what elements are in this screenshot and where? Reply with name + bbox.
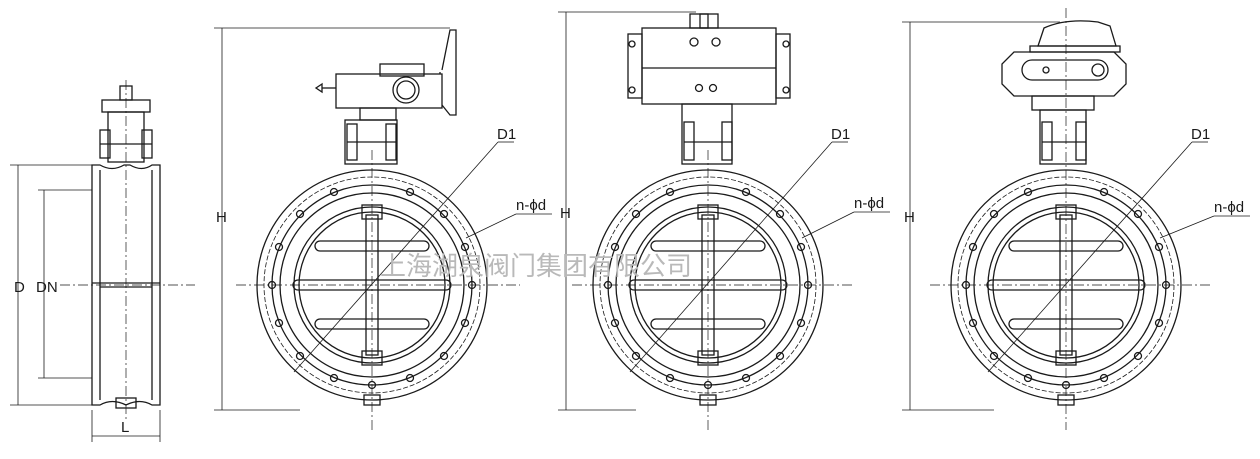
bracket-2 xyxy=(681,103,733,165)
bracket xyxy=(344,119,398,165)
side-view: D DN L xyxy=(10,80,195,442)
bolt-holes xyxy=(267,187,477,390)
dim-label-H-3: H xyxy=(904,209,915,226)
electric-actuator-view: H D1 n-ϕd xyxy=(902,8,1250,430)
gearbox-housing xyxy=(335,73,443,109)
worm-gear-view: H D1 n-ϕd xyxy=(214,27,552,430)
handwheel xyxy=(441,29,457,116)
dim-label-L: L xyxy=(121,419,129,436)
label-n-phi-d-3: n-ϕd xyxy=(1214,199,1244,216)
dim-label-D: D xyxy=(14,279,25,296)
bottom-plug xyxy=(115,397,137,409)
label-n-phi-d-1: n-ϕd xyxy=(516,197,546,214)
dim-label-H-2: H xyxy=(560,205,571,222)
actuator-cover xyxy=(1037,20,1117,47)
pneumatic-actuator-view: H D1 n-ϕd xyxy=(558,11,890,430)
label-D1-2: D1 xyxy=(831,126,850,143)
label-D1-3: D1 xyxy=(1191,126,1210,143)
dim-label-H-1: H xyxy=(216,209,227,226)
watermark-text: 上海湖泉阀门集团有限公司 xyxy=(380,252,692,282)
label-D1-1: D1 xyxy=(497,126,516,143)
indicator xyxy=(689,13,719,29)
bracket-3 xyxy=(1039,109,1087,165)
electric-actuator xyxy=(1001,51,1127,97)
input-shaft-arrow xyxy=(314,82,323,94)
pneumatic-actuator xyxy=(641,27,777,105)
dim-label-DN: DN xyxy=(36,279,58,296)
label-n-phi-d-2: n-ϕd xyxy=(854,195,884,212)
gear-cover xyxy=(392,76,420,104)
